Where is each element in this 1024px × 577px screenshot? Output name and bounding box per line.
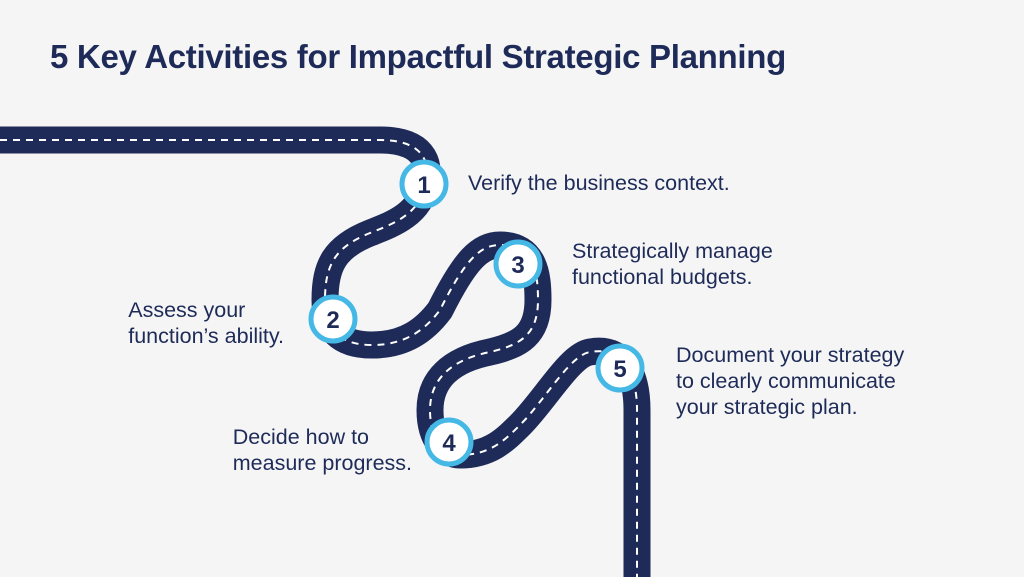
step-4-line-1: Decide how to: [232, 425, 369, 449]
step-3-line-1: Strategically manage: [572, 239, 773, 263]
road-center-dashes: [0, 139, 638, 577]
page-title: 5 Key Activities for Impactful Strategic…: [50, 38, 786, 75]
step-1-label: Verify the business context.: [468, 170, 730, 196]
step-5-line-1: Document your strategy: [676, 343, 905, 367]
step-2-label: Assess your function’s ability.: [128, 297, 284, 349]
step-4-line-2: measure progress.: [232, 451, 412, 475]
step-marker-2: 2: [308, 294, 358, 344]
step-number-5: 5: [613, 356, 626, 383]
step-2-line-1: Assess your: [128, 298, 246, 322]
step-4-label: Decide how to measure progress.: [233, 424, 412, 476]
step-3-line-2: functional budgets.: [572, 265, 753, 289]
step-number-4: 4: [442, 430, 456, 457]
step-marker-1: 1: [399, 159, 449, 209]
step-1-line-1: Verify the business context.: [468, 171, 730, 195]
step-5-line-3: your strategic plan.: [676, 395, 858, 419]
step-marker-4: 4: [424, 417, 474, 467]
step-3-label: Strategically manage functional budgets.: [572, 238, 773, 290]
step-marker-5: 5: [595, 343, 645, 393]
step-marker-3: 3: [493, 239, 543, 289]
step-number-3: 3: [511, 252, 524, 279]
step-number-1: 1: [417, 172, 430, 199]
road-path: [0, 126, 651, 577]
step-2-line-2: function’s ability.: [128, 324, 284, 348]
step-number-2: 2: [326, 307, 339, 334]
step-5-label: Document your strategy to clearly commun…: [676, 342, 904, 420]
step-5-line-2: to clearly communicate: [676, 369, 896, 393]
